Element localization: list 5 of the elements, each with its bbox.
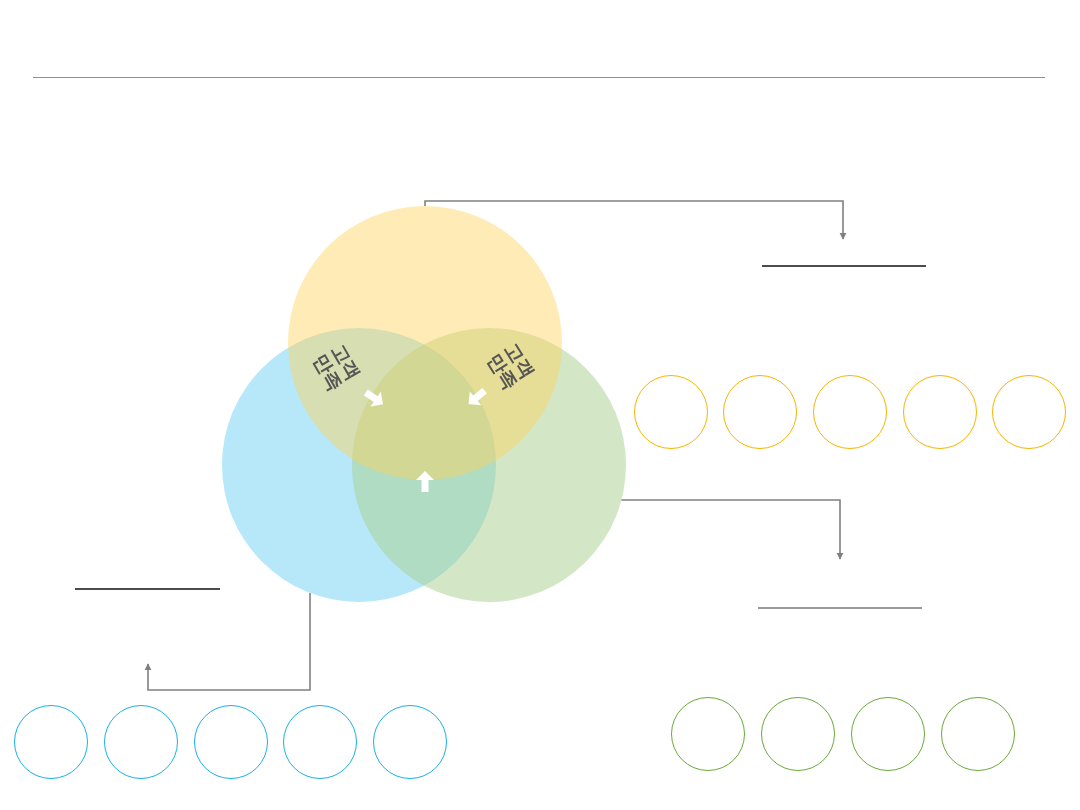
connector-arrow [424,200,847,240]
connector-arrow [144,592,311,691]
venn-label: 고객 만족 [308,338,367,396]
venn-label: 고객 만족 [482,337,541,396]
connector-arrow [620,499,844,560]
